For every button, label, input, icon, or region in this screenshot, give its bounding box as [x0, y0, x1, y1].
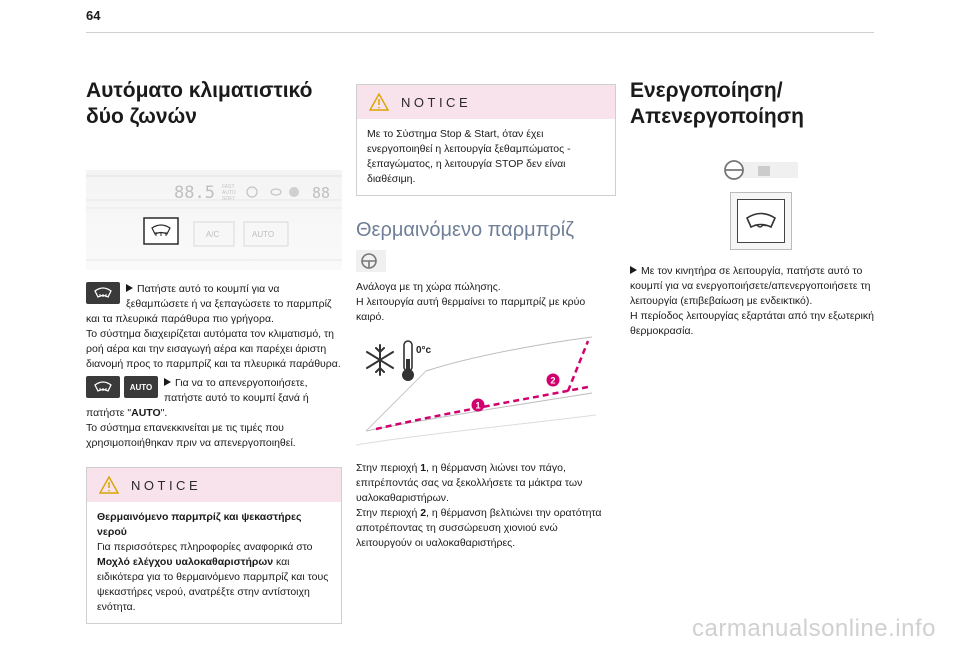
heated-windscreen-icon [745, 212, 777, 229]
windscreen-pillar [365, 370, 427, 432]
windscreen-defrost-icon [94, 381, 112, 392]
paragraph-duration: Η περίοδος λειτουργίας εξαρτάται από την… [630, 310, 874, 337]
paragraph-activate: Με τον κινητήρα σε λειτουργία, πατήστε α… [630, 265, 871, 307]
heated-zone-1-line [375, 385, 589, 431]
section-title-activation: Ενεργοποίηση/ Απενεργοποίηση [630, 79, 804, 128]
auto-key: AUTO [124, 376, 158, 398]
defrost-key [86, 282, 120, 304]
temperature-label: 0°c [416, 345, 432, 356]
bullet-arrow-icon [126, 284, 133, 292]
defrost-key-2 [86, 376, 120, 398]
ac-button[interactable] [193, 221, 235, 247]
windscreen-zones-illustration: 0°c 1 2 [356, 336, 596, 446]
notice-text: Με το Σύστημα Stop & Start, όταν έχει εν… [367, 128, 571, 185]
notice-body: Με το Σύστημα Stop & Start, όταν έχει εν… [357, 119, 615, 195]
zone-2-label: 2 [551, 376, 556, 386]
zone-2-marker [546, 373, 560, 387]
thermometer-icon [402, 340, 414, 381]
ac-button-label: A/C [206, 230, 220, 239]
paragraph-zone-1: Στην περιοχή 1, η θέρμανση λιώνει τον πά… [356, 462, 583, 504]
notice-header: NOTICE [357, 85, 615, 119]
column-middle: NOTICE Με το Σύστημα Stop & Start, όταν … [356, 84, 616, 551]
heat-waves-icon [155, 232, 167, 236]
section-title-heated-windscreen: Θερμαινόμενο παρμπρίζ [356, 219, 575, 241]
bonnet-edge [356, 414, 596, 446]
panel-display-temp: 88.5 [174, 183, 215, 203]
fan-hub-icon [289, 187, 299, 197]
notice-body: Θερμαινόμενο παρμπρίζ και ψεκαστήρες νερ… [87, 502, 341, 623]
fan-icon [270, 188, 282, 196]
auto-button-panel-label: AUTO [252, 230, 274, 239]
top-divider [86, 32, 874, 33]
page-number: 64 [86, 8, 101, 23]
heated-windscreen-button[interactable] [730, 192, 792, 250]
bullet-arrow-icon [630, 266, 637, 274]
notice-header: NOTICE [87, 468, 341, 502]
column-right: Ενεργοποίηση/ Απενεργοποίηση Με τον κινη… [630, 78, 880, 339]
auto-button-panel[interactable] [243, 221, 289, 247]
climate-panel-illustration: 88.5 FAST AUTO SOFT 88 A/C AUTO [86, 170, 342, 270]
zone-1-marker [471, 398, 485, 412]
steering-column-icon [724, 160, 798, 180]
paragraph-function: Η λειτουργία αυτή θερμαίνει το παρμπρίζ … [356, 296, 586, 323]
paragraph-restart: Το σύστημα επανεκκινείται με τις τιμές π… [86, 422, 296, 449]
recirc-icon [246, 186, 258, 198]
bullet-arrow-icon [164, 378, 171, 386]
panel-fast-label: FAST [222, 184, 235, 190]
notice-box-stop-start: NOTICE Με το Σύστημα Stop & Start, όταν … [356, 84, 616, 196]
paragraph-zone-2: Στην περιοχή 2, η θέρμανση βελτιώνει την… [356, 507, 602, 549]
watermark: carmanualsonline.info [692, 615, 936, 642]
panel-auto-label: AUTO [222, 190, 236, 196]
paragraph-defrost-press: Πατήστε αυτό το κουμπί για να ξεθαμπώσετ… [86, 283, 332, 325]
zone-1-label: 1 [476, 401, 481, 411]
steering-wheel-icon [356, 250, 386, 272]
warning-triangle-icon [99, 476, 119, 494]
heated-windscreen-button-face [737, 199, 785, 243]
heated-zone-2-line [566, 340, 590, 392]
notice-heading: Θερμαινόμενο παρμπρίζ και ψεκαστήρες νερ… [97, 511, 302, 538]
notice-title: NOTICE [401, 94, 472, 110]
key-pair: AUTO [86, 376, 158, 398]
notice-title: NOTICE [131, 477, 202, 493]
warning-triangle-icon [369, 93, 389, 111]
column-left: Αυτόματο κλιματιστικό δύο ζωνών 88.5 FAS… [86, 78, 342, 624]
panel-display-right: 88 [312, 184, 330, 202]
windscreen-defrost-icon [94, 287, 112, 298]
snowflake-icon [366, 344, 394, 376]
windscreen-top-edge [425, 336, 593, 372]
paragraph-country: Ανάλογα με τη χώρα πώλησης. [356, 281, 501, 293]
windscreen-defrost-icon [151, 224, 171, 235]
max-defrost-button[interactable] [143, 217, 179, 245]
paragraph-system-manages: Το σύστημα διαχειρίζεται αυτόματα τον κλ… [86, 328, 341, 370]
panel-soft-label: SOFT [222, 196, 235, 202]
paragraph-deactivate: Για να το απενεργοποιήσετε, πατήστε αυτό… [86, 377, 309, 419]
notice-box-heated-windscreen: NOTICE Θερμαινόμενο παρμπρίζ και ψεκαστή… [86, 467, 342, 624]
notice-text: Για περισσότερες πληροφορίες αναφορικά σ… [97, 541, 329, 613]
section-title-dual-zone: Αυτόματο κλιματιστικό δύο ζωνών [86, 79, 313, 128]
